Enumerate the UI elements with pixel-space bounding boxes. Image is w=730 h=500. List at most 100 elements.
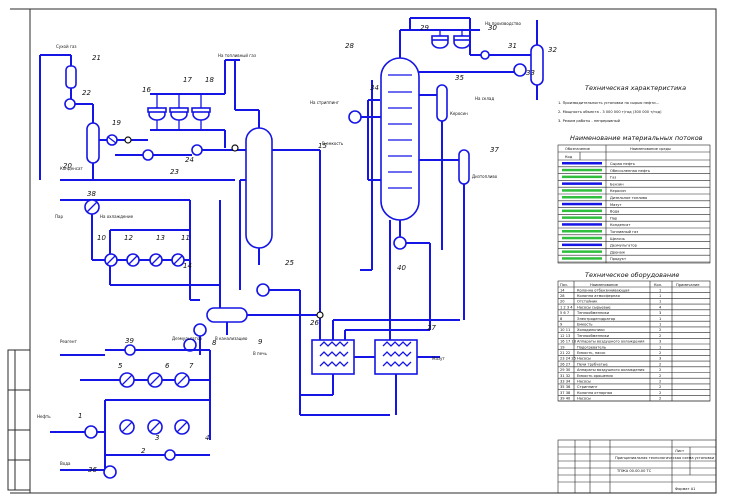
stream-row-label: Конденсат	[610, 223, 630, 227]
position-number-35: 35	[455, 74, 464, 82]
equip-row-name: Отстойник	[577, 300, 598, 304]
stream-row-label: Керосин	[610, 189, 627, 193]
equip-row-name: Емкость орошения	[577, 374, 613, 378]
position-number-6: 6	[165, 362, 170, 370]
stream-stripe	[562, 257, 602, 260]
streams-col2: Наименование среды	[630, 147, 671, 151]
tech-line-1: 1. Производительность установки по сырью…	[558, 101, 659, 105]
position-number-16: 16	[142, 86, 151, 94]
equip-row-pos: 20	[560, 300, 565, 304]
pump-23	[142, 149, 154, 161]
stream-row-label: Мазут	[610, 203, 621, 207]
equip-row-pos: 14	[560, 288, 565, 292]
equip-row-name: Печи трубчатые	[577, 362, 608, 366]
stream-row-label: Сырая нефть	[610, 162, 635, 166]
side-stamp	[7, 349, 31, 491]
stripper-35	[436, 84, 448, 122]
equip-row-name: Емкость, насос	[577, 351, 606, 355]
equip-row-pos: 26 27	[560, 362, 570, 366]
position-number-27: 27	[427, 324, 436, 332]
drum-32	[530, 44, 544, 86]
position-number-38: 38	[87, 190, 96, 198]
column-28	[380, 57, 420, 221]
position-number-33: 33	[526, 69, 535, 77]
position-number-15: 15	[318, 142, 327, 150]
equip-row-pos: 9	[560, 323, 563, 327]
pump-41	[103, 465, 117, 479]
position-number-9: 9	[258, 338, 263, 346]
stream-stripe	[562, 196, 602, 199]
equip-row-name: Стриппинг	[577, 385, 598, 389]
stream-row-label: Вода	[610, 210, 619, 214]
position-number-39: 39	[125, 337, 134, 345]
drawing-frame	[29, 8, 717, 494]
equip-row-name: Насосы	[577, 397, 591, 401]
position-number-31: 31	[508, 42, 517, 50]
equip-row-pos: 35 36	[560, 385, 571, 389]
drum-21	[65, 65, 77, 89]
label-to-tank: В емкость	[322, 141, 344, 146]
position-number-30: 30	[488, 24, 497, 32]
equip-row-pos: 16 17 18	[560, 340, 577, 344]
position-number-25: 25	[285, 259, 294, 267]
stream-stripe	[562, 175, 602, 179]
position-number-36: 36	[88, 466, 97, 474]
position-number-2: 2	[141, 447, 146, 455]
stamp-format: Формат А1	[675, 487, 695, 491]
position-number-11: 11	[181, 234, 190, 242]
stream-stripe	[562, 202, 602, 206]
furnace-27	[374, 339, 418, 375]
valve-31	[480, 50, 490, 60]
position-number-1: 1	[78, 412, 82, 420]
equip-row-qty: 3	[659, 357, 661, 361]
label-oil: Нефть	[37, 414, 51, 419]
position-number-21: 21	[92, 54, 101, 62]
equip-row-qty: 2	[659, 385, 661, 389]
tech-title: Техническая характеристика	[585, 84, 686, 92]
equip-col-qty: Кол.	[654, 283, 662, 287]
position-number-7: 7	[189, 362, 194, 370]
equip-row-qty: 1	[659, 317, 661, 321]
equip-row-qty: 2	[659, 362, 661, 366]
label-condensate: Конденсат	[60, 166, 83, 171]
label-water: Вода	[60, 461, 71, 466]
equip-row-qty: 1	[659, 323, 661, 327]
equip-row-pos: 5 6 7	[560, 311, 569, 315]
equip-row-qty: 2	[659, 368, 661, 372]
stream-stripe	[562, 209, 602, 213]
pump-24	[191, 144, 203, 156]
tech-line-3: 3. Режим работы - непрерывный	[558, 119, 621, 123]
streams-sub1: Код	[565, 155, 573, 159]
equip-row-pos: 8	[560, 317, 563, 321]
stamp-sheet: Лист	[675, 449, 684, 453]
column-14	[245, 127, 273, 249]
stream-row-label: Продукт	[610, 257, 626, 261]
electrodehydrator-8	[193, 323, 207, 337]
label-steam: Пар	[55, 214, 63, 219]
equip-row-name: Колонна отбензинивающая	[577, 288, 629, 292]
stream-stripe	[562, 162, 602, 165]
position-number-26: 26	[310, 319, 319, 327]
drum-9	[206, 307, 248, 323]
pump-25	[256, 283, 270, 297]
equip-col-pos: Поз.	[560, 283, 568, 287]
equip-title: Техническое оборудование	[585, 271, 679, 279]
equip-row-name: Аппараты воздушного охлаждения	[577, 368, 644, 372]
stream-stripe	[562, 243, 602, 247]
equip-row-qty: 1	[659, 300, 661, 304]
pump-35	[124, 344, 136, 356]
position-number-19: 19	[112, 119, 121, 127]
position-number-12: 12	[124, 234, 133, 242]
equip-row-pos: 31 32	[560, 374, 570, 378]
pump-33	[513, 63, 527, 77]
equip-row-qty: 2	[659, 397, 661, 401]
stripper-37	[458, 149, 470, 185]
streams-table	[557, 144, 711, 264]
equip-row-name: Колонна атмосферная	[577, 294, 620, 298]
stream-stripe	[562, 182, 602, 185]
stream-stripe	[562, 168, 602, 172]
label-gasoline: На производство	[485, 21, 522, 26]
